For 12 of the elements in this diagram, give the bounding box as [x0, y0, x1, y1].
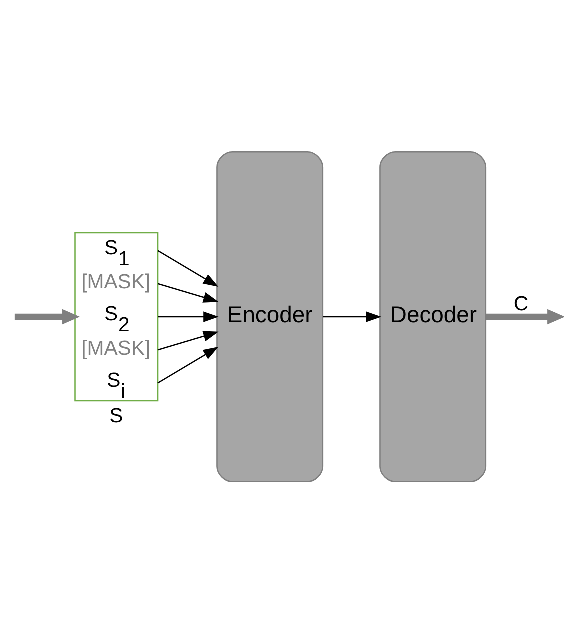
arrow — [158, 312, 219, 322]
node-box: Encoder — [216, 151, 324, 483]
node-box: Decoder — [380, 151, 487, 483]
arrow — [158, 331, 219, 351]
arrow — [14, 309, 80, 325]
arrow — [486, 309, 564, 325]
arrow — [323, 312, 382, 322]
arrow — [158, 347, 219, 384]
node-label: S — [110, 405, 124, 428]
edge-label: C — [514, 293, 529, 316]
arrow — [158, 283, 219, 303]
arrow — [158, 250, 219, 287]
